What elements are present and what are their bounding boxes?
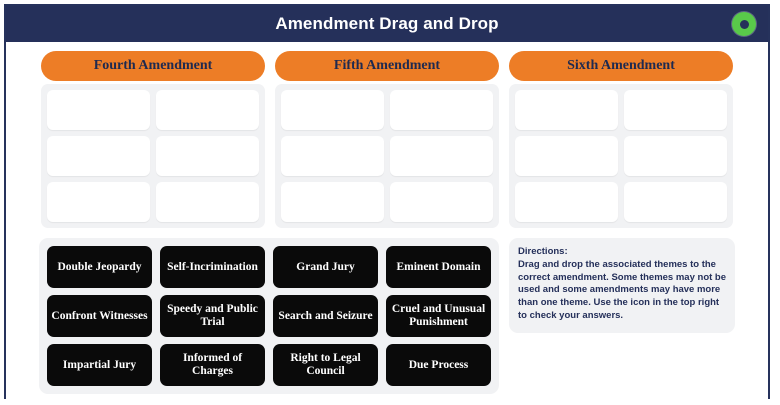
- theme-tile[interactable]: Grand Jury: [273, 246, 378, 288]
- page-title: Amendment Drag and Drop: [275, 14, 499, 33]
- directions-title: Directions:: [518, 246, 568, 257]
- eye-check-icon[interactable]: [732, 12, 756, 36]
- drop-slot[interactable]: [624, 90, 727, 130]
- theme-tile[interactable]: Double Jeopardy: [47, 246, 152, 288]
- theme-tile[interactable]: Informed of Charges: [160, 344, 265, 386]
- amendment-header-2[interactable]: Fifth Amendment: [275, 51, 499, 81]
- drop-slot[interactable]: [281, 90, 384, 130]
- amendment-header-3[interactable]: Sixth Amendment: [509, 51, 733, 81]
- drop-slot[interactable]: [156, 182, 259, 222]
- theme-tile[interactable]: Confront Witnesses: [47, 295, 152, 337]
- drop-slot[interactable]: [515, 90, 618, 130]
- title-bar: Amendment Drag and Drop: [6, 6, 768, 42]
- drop-slot[interactable]: [281, 136, 384, 176]
- directions-panel: Directions: Drag and drop the associated…: [509, 238, 735, 333]
- eye-pupil-icon: [739, 19, 749, 29]
- drop-slot[interactable]: [47, 136, 150, 176]
- theme-tile[interactable]: Self-Incrimination: [160, 246, 265, 288]
- amendment-column: Fifth Amendment: [275, 51, 499, 228]
- drop-slot[interactable]: [281, 182, 384, 222]
- drop-slot-grid: [509, 84, 733, 228]
- amendment-header-1[interactable]: Fourth Amendment: [41, 51, 265, 81]
- drop-slot-grid: [41, 84, 265, 228]
- amendment-column: Sixth Amendment: [509, 51, 733, 228]
- drop-slot[interactable]: [390, 182, 493, 222]
- amendment-column: Fourth Amendment: [41, 51, 265, 228]
- theme-tile[interactable]: Search and Seizure: [273, 295, 378, 337]
- drop-slot[interactable]: [47, 182, 150, 222]
- drop-slot[interactable]: [515, 182, 618, 222]
- drop-slot[interactable]: [624, 182, 727, 222]
- board-area: Fourth Amendment Fifth Amendment Sixth Ame…: [6, 42, 768, 404]
- activity-frame: Amendment Drag and Drop Fourth Amendment…: [4, 4, 770, 404]
- directions-body: Drag and drop the associated themes to t…: [518, 258, 727, 322]
- drop-slot[interactable]: [156, 90, 259, 130]
- drop-slot[interactable]: [390, 90, 493, 130]
- drop-slot[interactable]: [156, 136, 259, 176]
- drop-slot[interactable]: [390, 136, 493, 176]
- theme-tile[interactable]: Right to Legal Council: [273, 344, 378, 386]
- drop-slot-grid: [275, 84, 499, 228]
- drop-slot[interactable]: [515, 136, 618, 176]
- amendment-columns: Fourth Amendment Fifth Amendment Sixth Ame…: [20, 51, 754, 228]
- theme-tile[interactable]: Eminent Domain: [386, 246, 491, 288]
- theme-tile[interactable]: Due Process: [386, 344, 491, 386]
- theme-tile[interactable]: Cruel and Unusual Punishment: [386, 295, 491, 337]
- drop-slot[interactable]: [624, 136, 727, 176]
- theme-tile[interactable]: Impartial Jury: [47, 344, 152, 386]
- theme-tile[interactable]: Speedy and Public Trial: [160, 295, 265, 337]
- drop-slot[interactable]: [47, 90, 150, 130]
